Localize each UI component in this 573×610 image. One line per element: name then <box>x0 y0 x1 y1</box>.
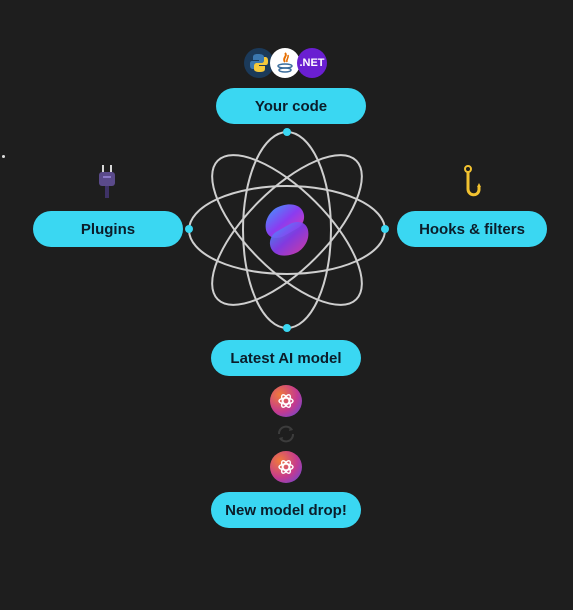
dotnet-icon: .NET <box>297 48 327 78</box>
refresh-icon <box>278 425 294 443</box>
semantic-kernel-logo-icon <box>265 204 309 256</box>
openai-icon <box>270 451 302 483</box>
dotnet-label: .NET <box>299 57 325 69</box>
hooks-filters-node: Hooks & filters <box>397 211 547 247</box>
connector-dot-right <box>381 225 389 233</box>
plugins-node: Plugins <box>33 211 183 247</box>
connector-dot-bottom <box>283 324 291 332</box>
openai-icon <box>270 385 302 417</box>
stray-dot <box>2 155 5 158</box>
orbit-diagonal-b <box>211 154 363 306</box>
connector-dot-left <box>185 225 193 233</box>
your-code-node: Your code <box>216 88 366 124</box>
python-icon <box>244 48 274 78</box>
orbit-diagonal-a <box>211 154 363 306</box>
hook-icon <box>464 165 481 197</box>
atom-orbits <box>185 128 389 332</box>
plug-icon <box>99 165 115 198</box>
connector-dot-top <box>283 128 291 136</box>
java-icon <box>270 48 300 78</box>
new-model-drop-node: New model drop! <box>211 492 361 528</box>
latest-ai-model-node: Latest AI model <box>211 340 361 376</box>
